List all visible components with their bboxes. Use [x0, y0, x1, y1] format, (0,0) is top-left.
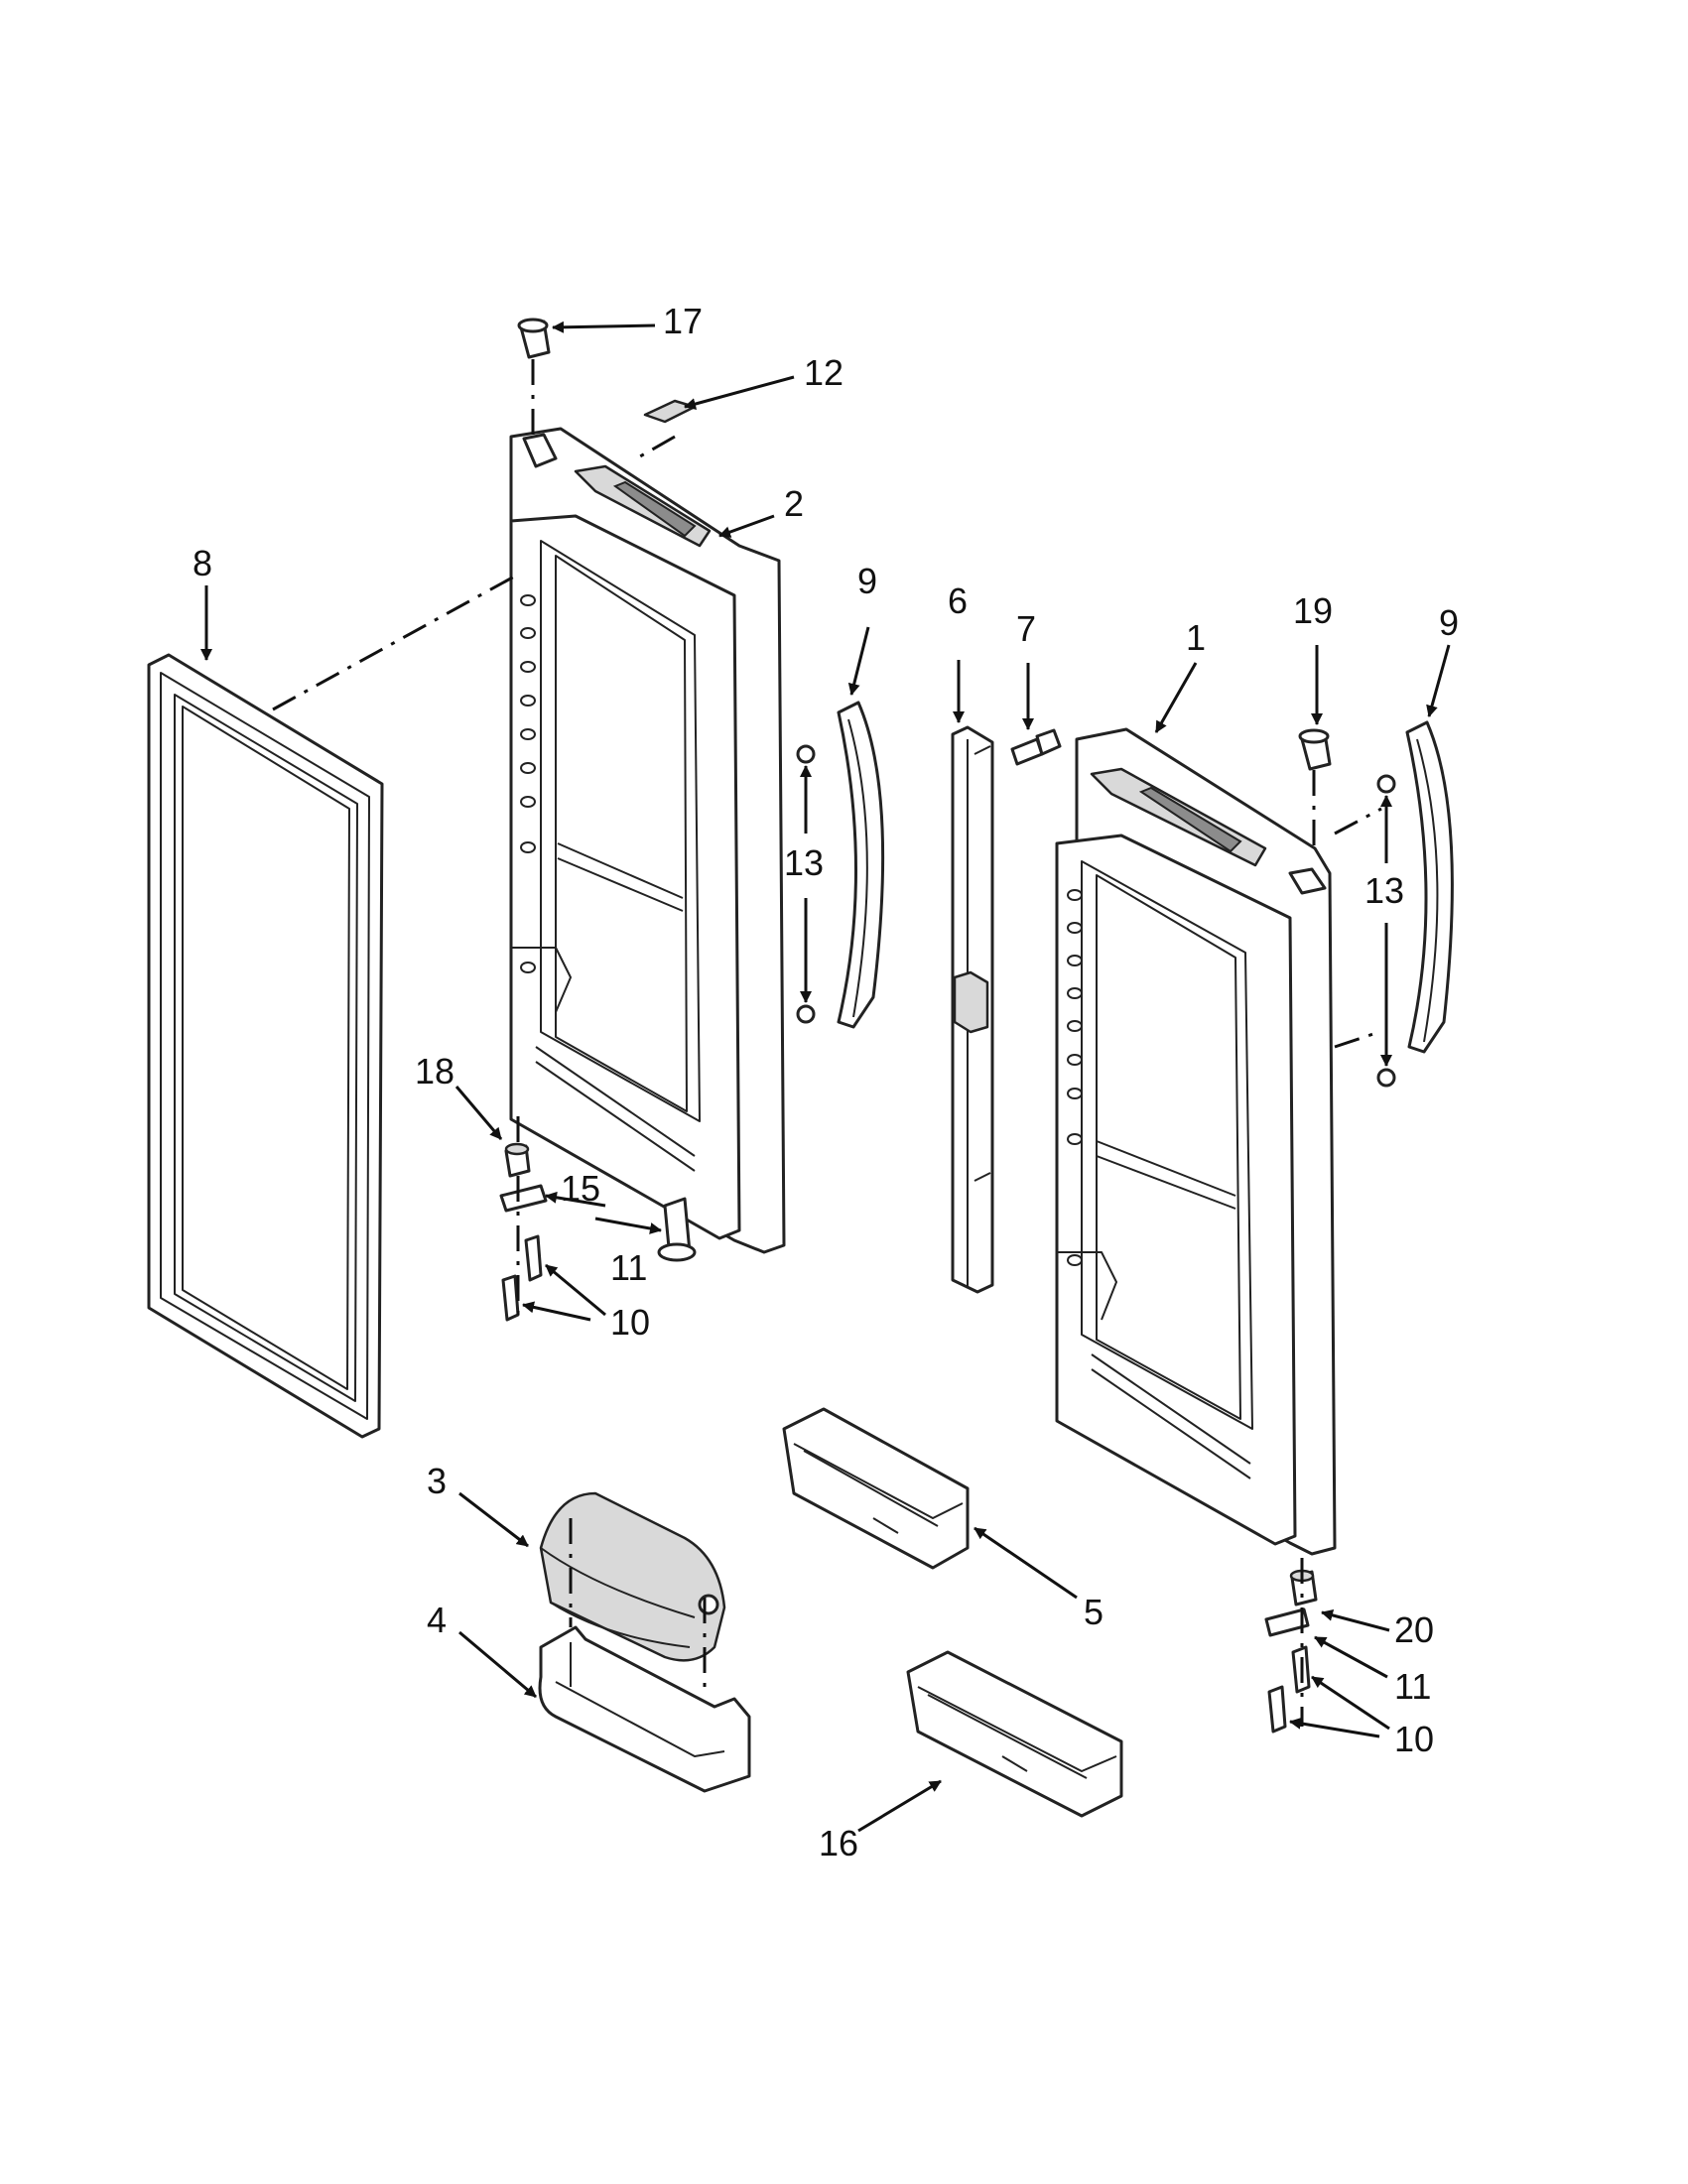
callout-11-right: 11	[1394, 1666, 1431, 1707]
leader-lines	[200, 321, 1451, 1833]
callout-10-right: 10	[1394, 1719, 1434, 1759]
callout-20: 20	[1394, 1609, 1434, 1650]
callout-16: 16	[819, 1823, 858, 1863]
callout-6: 6	[948, 580, 968, 621]
dairy-bin	[538, 1625, 751, 1793]
hinge-bushing-top-left	[517, 318, 551, 359]
hinge-seal	[643, 399, 697, 424]
door-handle-right	[1405, 720, 1454, 1054]
callout-18: 18	[415, 1051, 454, 1092]
hinge-shim-left	[499, 1184, 548, 1213]
door-stop-left	[657, 1197, 697, 1262]
callout-1: 1	[1186, 617, 1206, 658]
mullion-screw	[1010, 728, 1062, 766]
dairy-bin-cover	[539, 1491, 726, 1662]
door-handle-left	[837, 701, 885, 1029]
door-gasket	[147, 653, 384, 1439]
callout-19: 19	[1293, 590, 1333, 631]
callout-9-right: 9	[1439, 602, 1459, 643]
callout-9-left: 9	[857, 561, 877, 601]
door-bin-lower	[906, 1650, 1123, 1818]
hinge-bushing-top-right	[1298, 728, 1332, 771]
assembly-lines	[272, 359, 1382, 1727]
callout-15: 15	[561, 1168, 600, 1209]
callout-2: 2	[784, 483, 804, 524]
door-mullion	[951, 725, 994, 1294]
callout-labels: 17 12 2 8 9 6 7 1 19 9 13 13 18 15 11 10…	[193, 301, 1459, 1863]
door-bin-upper	[782, 1407, 970, 1570]
callout-12: 12	[804, 352, 844, 393]
callout-13-left: 13	[784, 842, 824, 883]
callout-8: 8	[193, 543, 212, 583]
hinge-shim-right	[1264, 1607, 1310, 1637]
right-door-liner	[1055, 727, 1337, 1556]
hinge-bushing-bottom-right	[1289, 1569, 1318, 1606]
handle-stud	[796, 744, 1396, 1088]
callout-4: 4	[427, 1600, 447, 1640]
callout-11-left: 11	[610, 1247, 647, 1288]
callout-3: 3	[427, 1461, 447, 1501]
hinge-screw-left	[501, 1234, 543, 1322]
callout-13-right: 13	[1364, 870, 1404, 911]
callout-17: 17	[663, 301, 703, 341]
left-door-liner	[509, 427, 786, 1254]
callout-10-left: 10	[610, 1302, 650, 1343]
callout-7: 7	[1016, 608, 1036, 649]
callout-5: 5	[1084, 1592, 1104, 1632]
hinge-bushing-bottom-left	[504, 1142, 531, 1178]
